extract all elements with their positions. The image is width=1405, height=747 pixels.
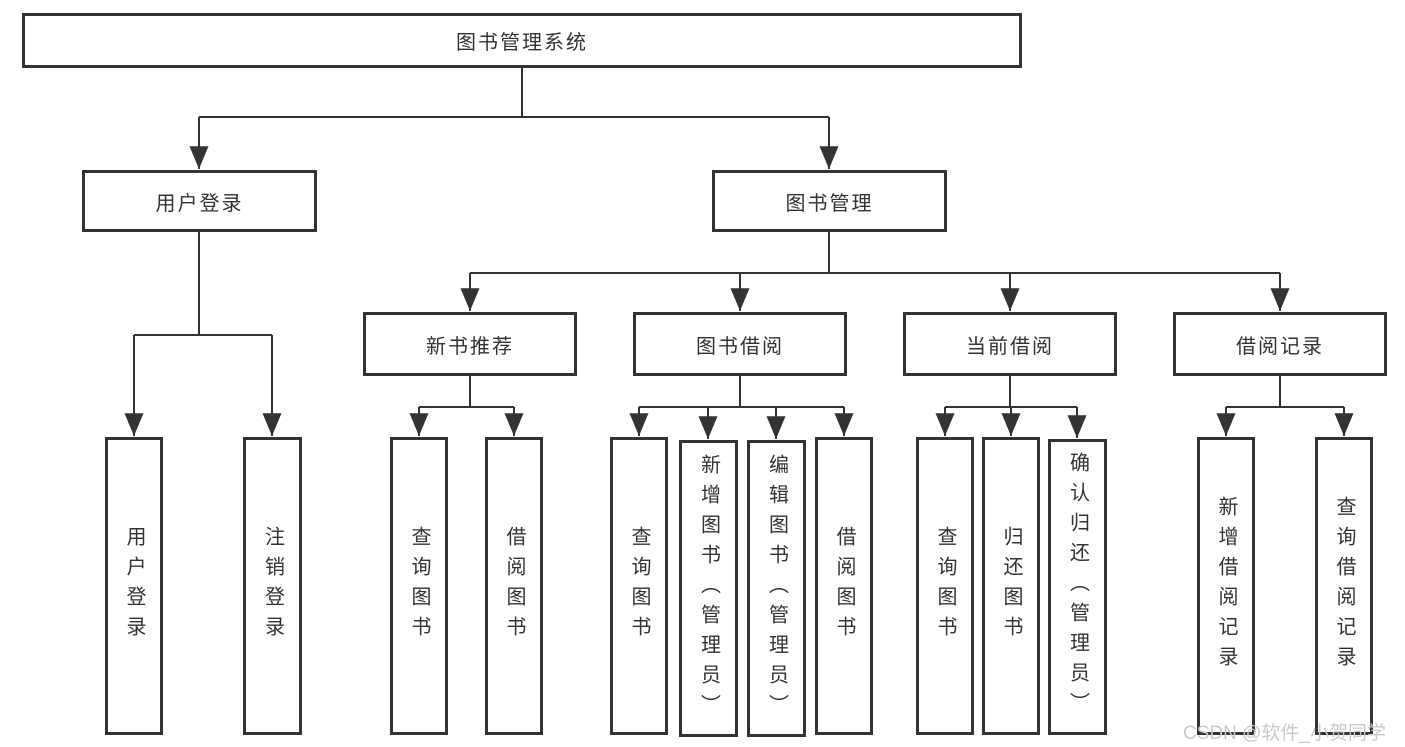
leaf-user-login: 用户登录	[105, 437, 163, 735]
leaf-confirm-return-admin: 确认归还（管理员）	[1048, 439, 1107, 735]
leaf-query-books-recommend: 查询图书	[390, 437, 448, 735]
leaf-add-book-admin: 新增图书（管理员）	[679, 440, 738, 737]
leaf-logout: 注销登录	[243, 437, 302, 735]
csdn-watermark: CSDN @软件_小贺同学	[1183, 723, 1386, 744]
node-library-management-system: 图书管理系统	[22, 13, 1022, 68]
leaf-query-books-current: 查询图书	[916, 437, 974, 735]
node-new-book-recommendation: 新书推荐	[363, 312, 577, 376]
leaf-edit-book-admin: 编辑图书（管理员）	[747, 440, 806, 737]
node-book-management: 图书管理	[712, 170, 947, 232]
leaf-return-books: 归还图书	[982, 437, 1040, 735]
leaf-borrow-books-recommend: 借阅图书	[485, 437, 543, 735]
leaf-query-borrow-record: 查询借阅记录	[1315, 437, 1373, 735]
leaf-add-borrow-record: 新增借阅记录	[1197, 437, 1255, 735]
node-user-login: 用户登录	[82, 170, 317, 232]
node-current-borrowing: 当前借阅	[903, 312, 1117, 376]
node-borrowing-records: 借阅记录	[1173, 312, 1387, 376]
connector-arrows	[124, 117, 1354, 440]
leaf-borrow-books: 借阅图书	[815, 437, 873, 735]
node-book-borrowing: 图书借阅	[633, 312, 847, 376]
leaf-query-books-borrowing: 查询图书	[610, 437, 668, 735]
connector-elbows	[134, 68, 1344, 408]
